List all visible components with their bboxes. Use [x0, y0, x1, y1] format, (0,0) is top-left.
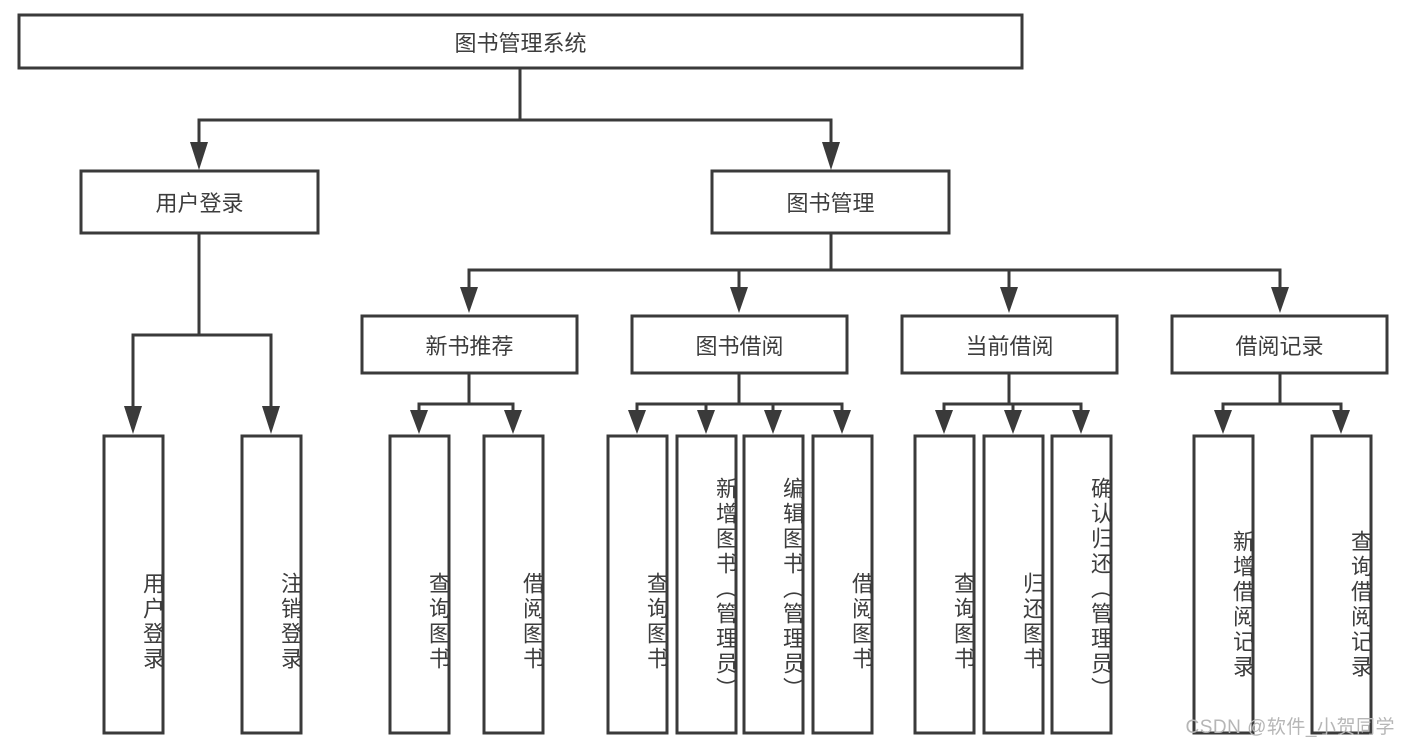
node-box-root[interactable] — [17, 13, 1024, 70]
arrow-head-leaf-8 — [833, 410, 851, 434]
arrow-head-login — [190, 142, 208, 170]
node-box-book-management[interactable] — [710, 169, 951, 235]
connector-group-current-borrow — [935, 371, 1090, 434]
node-box-current-borrow[interactable] — [900, 314, 1119, 375]
node-box-leaf-1[interactable] — [102, 434, 165, 735]
arrow-head-leaf-13 — [1332, 410, 1350, 434]
connector-group-borrow-record — [1214, 371, 1350, 434]
arrow-head-current — [1000, 287, 1018, 313]
arrow-head-leaf-11 — [1072, 410, 1090, 434]
arrow-head-leaf-5 — [628, 410, 646, 434]
arrow-head-bookmgmt — [822, 142, 840, 170]
node-box-borrow-record[interactable] — [1170, 314, 1389, 375]
arrow-head-leaf-6 — [697, 410, 715, 434]
arrow-head-leaf-3 — [410, 410, 428, 434]
arrow-head-leaf-10 — [1004, 410, 1022, 434]
arrow-head-record — [1271, 287, 1289, 313]
arrow-head-borrow — [730, 287, 748, 313]
arrow-head-leaf-7 — [764, 410, 782, 434]
node-box-book-borrow[interactable] — [630, 314, 849, 375]
connector-group-book-mgmt — [460, 231, 1289, 313]
connector-group-new-book — [410, 371, 522, 434]
node-box-leaf-10[interactable] — [982, 434, 1045, 735]
node-box-new-book-recommend[interactable] — [360, 314, 579, 375]
arrow-head-leaf-2 — [262, 406, 280, 434]
node-box-user-login[interactable] — [79, 169, 320, 235]
node-box-leaf-7[interactable] — [742, 434, 805, 735]
arrow-head-leaf-9 — [935, 410, 953, 434]
arrow-head-newbook — [460, 287, 478, 313]
node-box-leaf-8[interactable] — [811, 434, 874, 735]
node-box-leaf-5[interactable] — [606, 434, 669, 735]
arrow-head-leaf-1 — [124, 406, 142, 434]
node-box-leaf-3[interactable] — [388, 434, 451, 735]
connector-group-user-login — [124, 231, 280, 434]
node-box-leaf-11[interactable] — [1050, 434, 1113, 735]
arrow-head-leaf-12 — [1214, 410, 1232, 434]
connector-group-root — [190, 66, 840, 170]
arrow-head-leaf-4 — [504, 410, 522, 434]
node-box-leaf-2[interactable] — [240, 434, 303, 735]
node-box-leaf-6[interactable] — [675, 434, 738, 735]
node-box-leaf-12[interactable] — [1192, 434, 1255, 735]
node-box-leaf-13[interactable] — [1310, 434, 1373, 735]
watermark-text: CSDN @软件_小贺同学 — [1185, 717, 1395, 738]
node-box-leaf-4[interactable] — [482, 434, 545, 735]
connector-group-book-borrow — [628, 371, 851, 434]
node-box-leaf-9[interactable] — [913, 434, 976, 735]
